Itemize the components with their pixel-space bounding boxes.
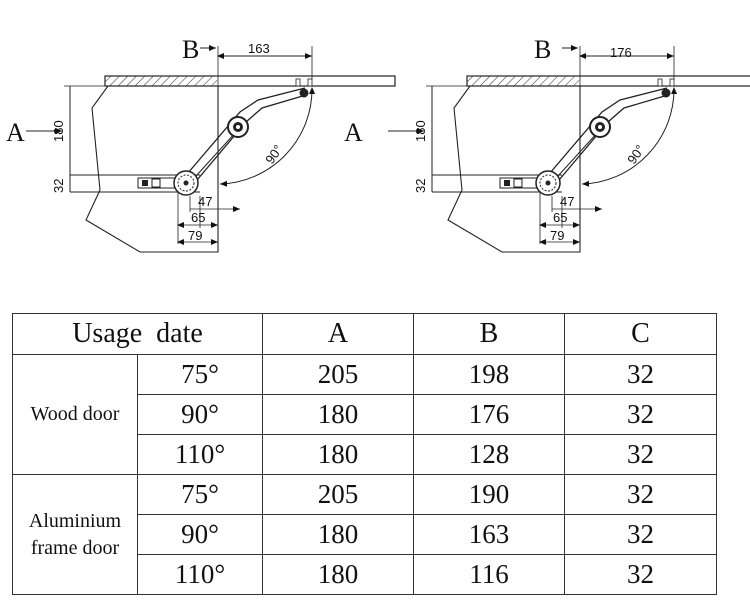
value-a: 180 xyxy=(262,554,415,595)
table-row: Wood door 75° 205 198 32 xyxy=(12,354,718,475)
dim-b-value: 176 xyxy=(610,45,632,60)
group-name-line: Wood door xyxy=(30,403,120,425)
dim-47-value: 47 xyxy=(198,194,212,209)
table-header-row: Usage date A B C xyxy=(11,313,718,355)
group-wood-door: Wood door xyxy=(12,354,138,475)
angle-cell: 75° xyxy=(136,474,264,515)
header-c: C xyxy=(564,313,718,355)
table-row: 110° 180 116 32 xyxy=(13,554,718,595)
value-c: 32 xyxy=(564,434,718,475)
dim-65-value: 65 xyxy=(191,210,205,225)
dim-65-value: 65 xyxy=(553,210,567,225)
value-a: 205 xyxy=(262,474,415,515)
label-a: A xyxy=(6,118,25,147)
value-b: 116 xyxy=(413,554,566,595)
value-a: 180 xyxy=(262,394,415,435)
angle-cell: 90° xyxy=(136,514,264,555)
value-b: 176 xyxy=(413,394,566,435)
angle-cell: 90° xyxy=(136,394,264,435)
diagram-left: A B 163 180 32 90° 47 65 79 xyxy=(6,35,395,252)
dim-79-value: 79 xyxy=(550,228,564,243)
dim-79-value: 79 xyxy=(188,228,202,243)
label-b: B xyxy=(182,35,199,64)
header-usage: Usage date xyxy=(11,313,264,355)
angle-cell: 75° xyxy=(136,354,264,395)
value-b: 198 xyxy=(413,354,566,395)
angle-cell: 110° xyxy=(136,554,264,595)
value-a: 205 xyxy=(262,354,415,395)
group-name-line: frame door xyxy=(30,536,120,559)
value-c: 32 xyxy=(564,394,718,435)
dim-c-value: 32 xyxy=(413,179,428,193)
value-a: 180 xyxy=(262,434,415,475)
usage-table: Usage date A B C Wood door 75° 205 198 3… xyxy=(11,313,718,595)
angle-label: 90° xyxy=(624,142,648,167)
group-aluminium-frame-door: Aluminium frame door xyxy=(12,474,138,595)
value-b: 190 xyxy=(413,474,566,515)
angle-label: 90° xyxy=(262,142,286,167)
dim-height-value: 180 xyxy=(51,120,66,142)
dim-c-value: 32 xyxy=(51,179,66,193)
dim-b-value: 163 xyxy=(248,41,270,56)
value-b: 128 xyxy=(413,434,566,475)
installation-diagrams: A B 163 180 32 90° 47 65 79 A B 176 180 … xyxy=(6,35,750,280)
label-a: A xyxy=(344,118,363,147)
header-b: B xyxy=(413,313,566,355)
table-row: Aluminium frame door 75° 205 190 32 xyxy=(12,474,718,595)
value-a: 180 xyxy=(262,514,415,555)
angle-cell: 110° xyxy=(136,434,264,475)
value-c: 32 xyxy=(564,354,718,395)
value-c: 32 xyxy=(564,554,718,595)
diagram-right: A B 176 180 32 90° 47 65 79 xyxy=(344,35,750,252)
value-c: 32 xyxy=(564,474,718,515)
label-b: B xyxy=(534,35,551,64)
value-c: 32 xyxy=(564,514,718,555)
value-b: 163 xyxy=(413,514,566,555)
header-a: A xyxy=(262,313,415,355)
group-name-line: Aluminium xyxy=(28,509,122,532)
dim-height-value: 180 xyxy=(413,120,428,142)
dim-47-value: 47 xyxy=(560,194,574,209)
table-row: 90° 180 163 32 xyxy=(13,514,718,555)
